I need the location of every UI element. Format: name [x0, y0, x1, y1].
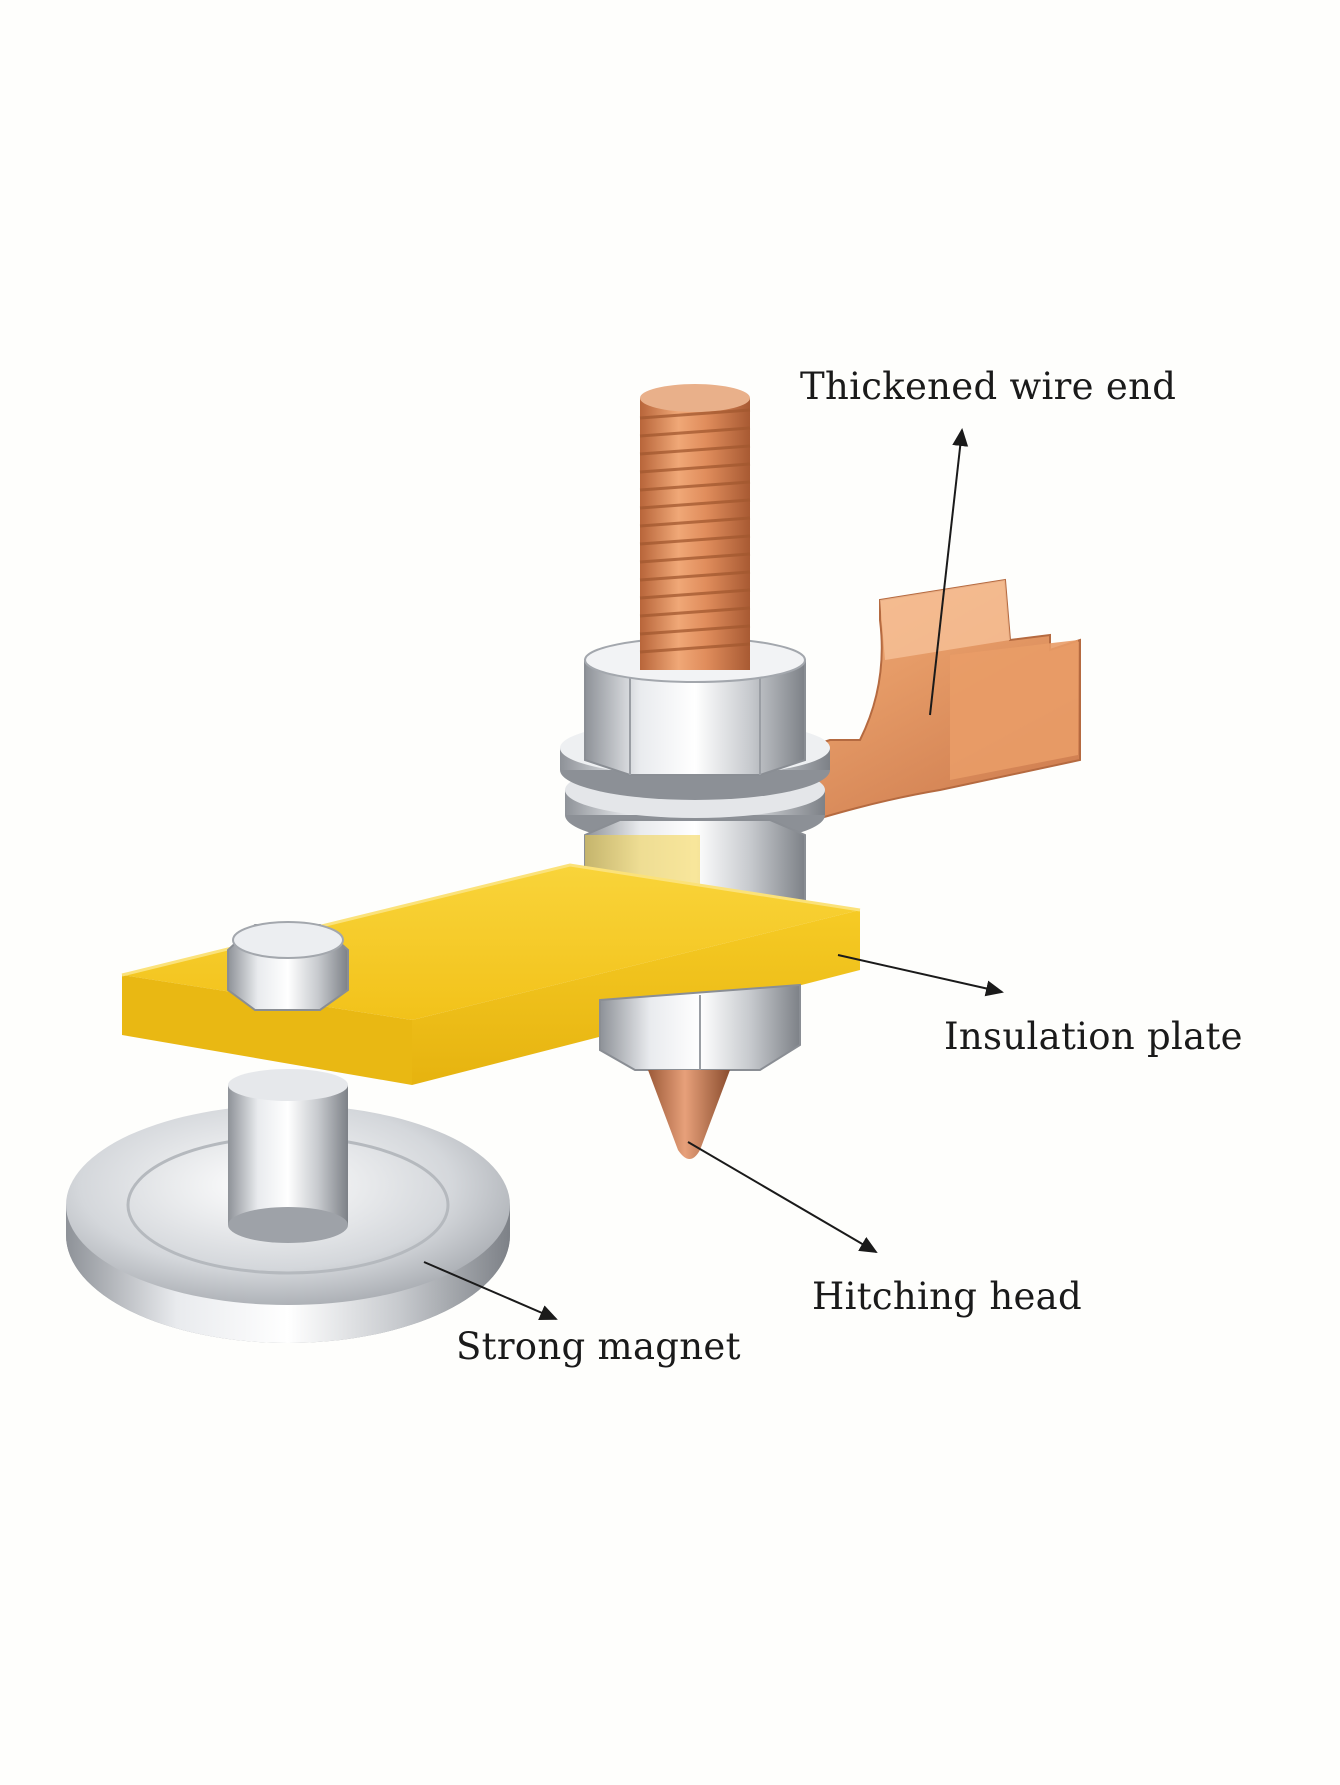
- label-insulation-plate: Insulation plate: [944, 1015, 1243, 1058]
- hitching-head: [648, 1070, 730, 1159]
- magnet-leader: [423, 1261, 558, 1321]
- leader-lines: [423, 428, 1004, 1321]
- wire-end-leader: [929, 428, 969, 716]
- magnet-post: [228, 1069, 348, 1243]
- magnet-base: [66, 1105, 510, 1343]
- threaded-bolt: [639, 384, 751, 670]
- label-thickened-wire-end: Thickened wire end: [800, 365, 1177, 408]
- label-hitching-head: Hitching head: [812, 1275, 1082, 1318]
- plate-leader: [837, 954, 1004, 997]
- hitching-leader: [687, 1141, 878, 1254]
- under-plate-nut: [599, 983, 801, 1071]
- plate-bolt: [227, 921, 349, 1011]
- label-strong-magnet: Strong magnet: [456, 1325, 741, 1368]
